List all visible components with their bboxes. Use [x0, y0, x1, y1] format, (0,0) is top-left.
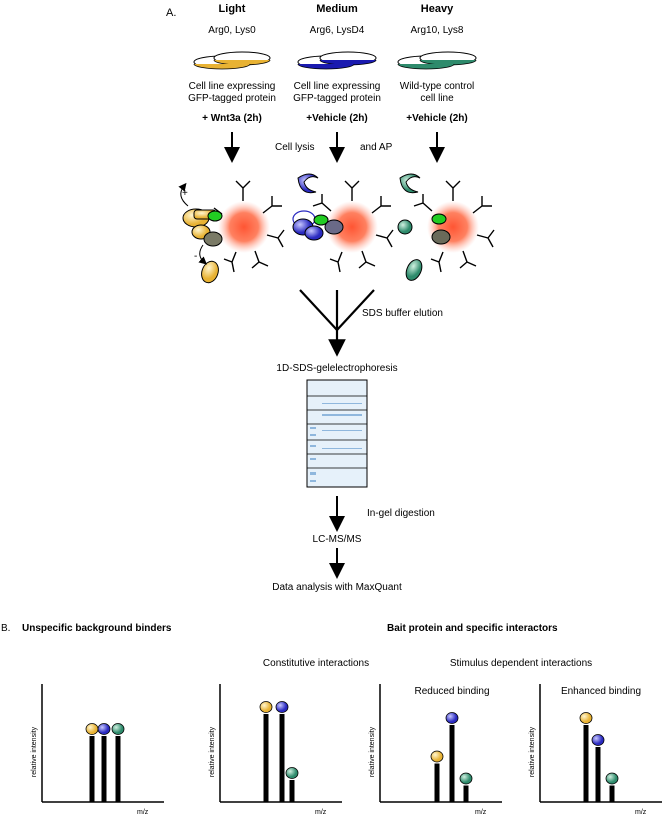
- peptide-marker: [459, 772, 473, 785]
- peptide-marker: [97, 723, 111, 735]
- condition-medium: Medium Arg6, LysD4 Cell line expressing …: [293, 3, 381, 124]
- left-heading: Unspecific background binders: [22, 623, 172, 634]
- peak-bar: [115, 736, 121, 802]
- condition-heavy-isotopes: Arg10, Lys8: [411, 25, 464, 36]
- peak-bar: [434, 763, 440, 802]
- peak-bar: [279, 714, 285, 802]
- dish-light: [193, 51, 271, 70]
- minus-sign: -: [194, 251, 197, 262]
- condition-heavy-desc1: Wild-type control: [400, 81, 474, 92]
- constitutive-label: Constitutive interactions: [263, 658, 369, 669]
- peak-bar: [463, 785, 469, 802]
- elution-label: SDS buffer elution: [362, 308, 443, 319]
- condition-heavy-treatment: +Vehicle (2h): [406, 113, 467, 124]
- x-axis-label: m/z: [315, 809, 327, 816]
- light-complex: + -: [178, 182, 223, 284]
- condition-medium-treatment: +Vehicle (2h): [306, 113, 367, 124]
- peptide-marker: [111, 723, 125, 735]
- lysis-label-right: and AP: [360, 142, 393, 153]
- condition-light-desc2: GFP-tagged protein: [188, 93, 276, 104]
- peptide-marker: [579, 712, 593, 724]
- condition-light-treatment: + Wnt3a (2h): [202, 113, 262, 124]
- peptide-marker: [275, 701, 289, 713]
- condition-heavy-name: Heavy: [421, 3, 454, 15]
- condition-light-isotopes: Arg0, Lys0: [208, 25, 256, 36]
- medium-complex: [292, 173, 344, 241]
- panel-b-label: B.: [1, 623, 10, 634]
- spectrum-reduced: relative intensity m/z: [369, 684, 502, 816]
- peptide-marker: [445, 712, 459, 724]
- peptide-marker: [259, 701, 273, 713]
- y-axis-label: relative intensity: [31, 726, 38, 777]
- x-axis-label: m/z: [137, 809, 149, 816]
- gel-title: 1D-SDS-gelelectrophoresis: [276, 363, 397, 374]
- antibodies-medium: [312, 180, 394, 273]
- peak-bar: [595, 747, 601, 802]
- bead-heavy: [427, 201, 479, 253]
- peptide-marker: [591, 734, 605, 746]
- panel-a-label: A.: [166, 7, 176, 19]
- enhanced-label: Enhanced binding: [561, 686, 641, 697]
- y-axis-label: relative intensity: [529, 726, 536, 777]
- stimulus-label: Stimulus dependent interactions: [450, 658, 592, 669]
- condition-light-desc1: Cell line expressing: [189, 81, 276, 92]
- peptide-marker: [285, 767, 299, 779]
- peptide-marker: [85, 723, 99, 735]
- spectrum-unspecific: relative intensity m/z: [31, 684, 164, 816]
- heavy-complex: [397, 173, 451, 281]
- condition-medium-name: Medium: [316, 3, 358, 15]
- condition-medium-isotopes: Arg6, LysD4: [310, 25, 365, 36]
- antibodies-heavy: [413, 180, 495, 273]
- digestion-label: In-gel digestion: [367, 508, 435, 519]
- spectra-charts: relative intensity m/z relative intensity m…: [31, 684, 662, 816]
- condition-light: Light Arg0, Lys0 Cell line expressing GF…: [188, 3, 276, 124]
- peak-bar: [583, 725, 589, 802]
- right-heading: Bait protein and specific interactors: [387, 623, 558, 634]
- reduced-label: Reduced binding: [414, 686, 489, 697]
- x-axis-label: m/z: [635, 809, 647, 816]
- x-axis-label: m/z: [475, 809, 487, 816]
- dish-medium: [297, 51, 377, 70]
- plus-sign: +: [182, 188, 188, 199]
- condition-medium-desc2: GFP-tagged protein: [293, 93, 381, 104]
- spectrum-enhanced: relative intensity m/z: [529, 684, 662, 816]
- spectrum-constitutive: relative intensity m/z: [209, 684, 342, 816]
- y-axis-label: relative intensity: [369, 726, 376, 777]
- dish-heavy: [397, 51, 477, 70]
- condition-medium-desc1: Cell line expressing: [294, 81, 381, 92]
- peptide-marker: [430, 750, 444, 763]
- peptide-marker: [605, 772, 619, 785]
- pooling-arrows: [299, 289, 375, 357]
- bead-medium: [326, 201, 378, 253]
- y-axis-label: relative intensity: [209, 726, 216, 777]
- condition-light-name: Light: [219, 3, 246, 15]
- gel-image: [306, 379, 368, 488]
- condition-heavy-desc2: cell line: [420, 93, 454, 104]
- lysis-label-left: Cell lysis: [275, 142, 314, 153]
- peak-bar: [449, 725, 455, 802]
- condition-heavy: Heavy Arg10, Lys8 Wild-type control cell…: [400, 3, 474, 124]
- lcms-label: LC-MS/MS: [313, 534, 362, 545]
- peak-bar: [263, 714, 269, 802]
- peak-bar: [289, 780, 295, 802]
- peak-bar: [101, 736, 107, 802]
- bead-light: [218, 201, 270, 253]
- peak-bar: [89, 736, 95, 802]
- peak-bar: [609, 785, 615, 802]
- analysis-label: Data analysis with MaxQuant: [272, 582, 402, 593]
